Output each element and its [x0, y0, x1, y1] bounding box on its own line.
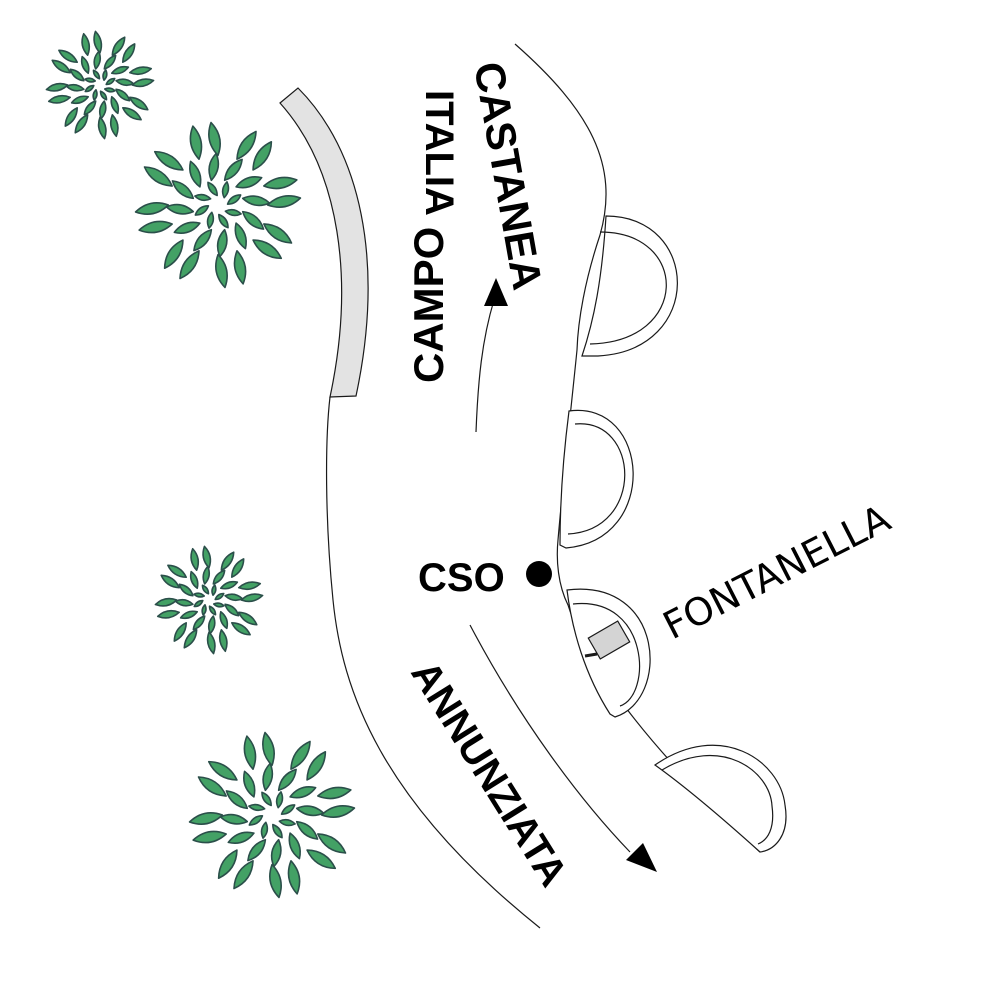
tree-icon — [45, 30, 155, 140]
arrow-up-icon — [475, 278, 508, 433]
tree-icon — [188, 731, 356, 899]
sidewalk-strip — [279, 87, 369, 398]
cso-marker-dot — [526, 561, 552, 587]
road-edge-left — [325, 396, 541, 929]
cso-label: CSO — [418, 556, 505, 600]
trees — [45, 30, 356, 899]
street-label-italia: ITALIA — [417, 90, 461, 216]
road-edge-right — [514, 43, 761, 853]
tree-icon — [134, 121, 302, 289]
bay-4 — [653, 744, 787, 853]
fontanella-label: FONTANELLA — [656, 496, 897, 648]
street-label-campo: CAMPO — [405, 227, 452, 383]
arrow-down-icon — [469, 624, 657, 872]
bays — [559, 215, 787, 853]
street-label-castanea: CASTANEA — [465, 58, 551, 293]
street-label-annunziata: ANNUNZIATA — [402, 653, 575, 894]
fontanella-building — [584, 620, 631, 660]
tree-icon — [154, 545, 264, 655]
bay-1 — [581, 215, 678, 357]
bay-2 — [559, 409, 634, 549]
